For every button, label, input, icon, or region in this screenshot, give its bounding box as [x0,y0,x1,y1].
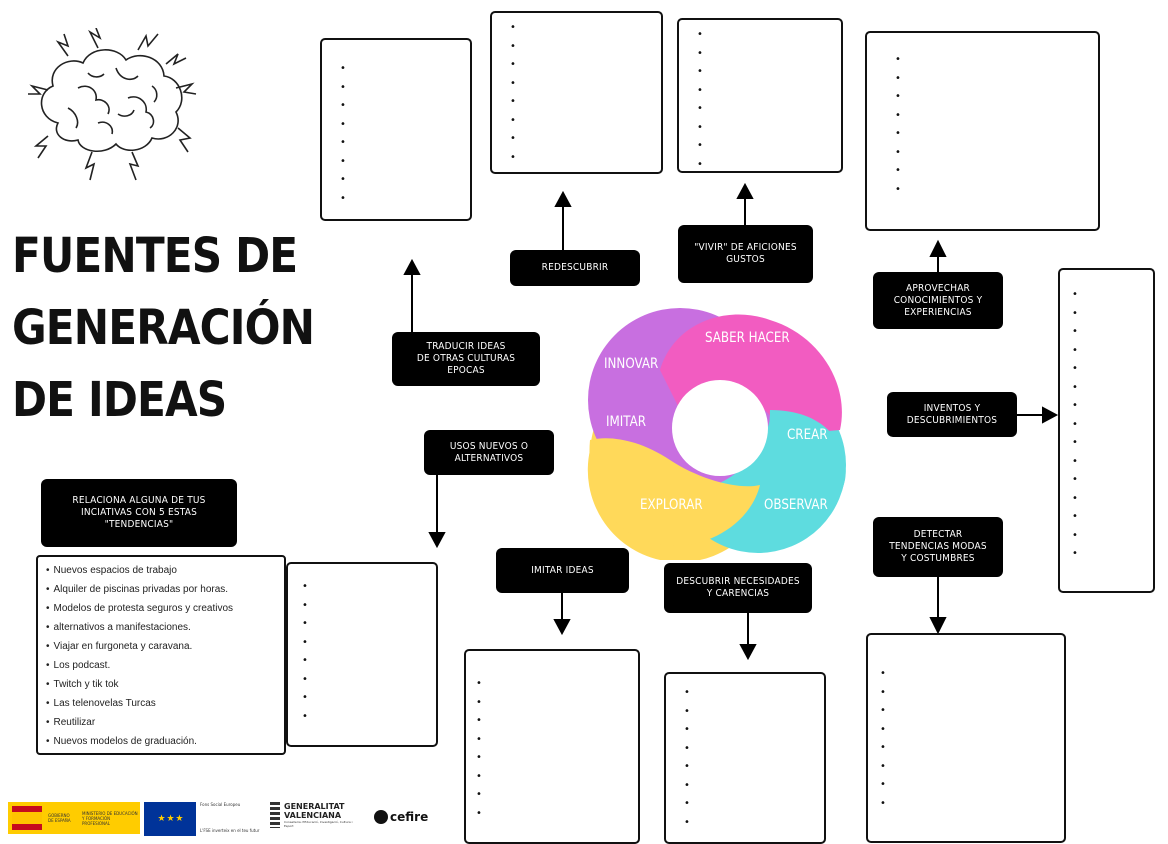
answer-box-aprovechar[interactable] [865,31,1100,231]
label-detectar-tendencias: DETECTAR TENDENCIAS MODAS Y COSTUMBRES [873,517,1003,577]
label-traducir-ideas: TRADUCIR IDEAS DE OTRAS CULTURAS EPOCAS [392,332,540,386]
brain-icon [28,28,197,181]
generalitat-emblem-icon [270,802,280,828]
explorar-label: EXPLORAR [640,497,703,513]
label-vivir-aficiones: "VIVIR" DE AFICIONES GUSTOS [678,225,813,283]
saber-hacer-label: SABER HACER [705,330,790,346]
ministerio-text: MINISTERIO DE EDUCACIÓN Y FORMACIÓN PROF… [82,810,138,826]
answer-box-descubrir[interactable] [664,672,826,844]
pink-segment [660,314,842,435]
label-usos-nuevos: USOS NUEVOS O ALTERNATIVOS [424,430,554,475]
list-item: Alquiler de piscinas privadas por horas. [46,580,284,599]
spain-flag-icon [12,806,42,830]
answer-box-traducir[interactable] [320,38,472,221]
label-descubrir-necesidades: DESCUBRIR NECESIDADES Y CARENCIAS [664,563,812,613]
answer-box-redescubrir[interactable] [490,11,663,174]
cycle-diagram [587,308,846,560]
answer-box-vivir[interactable] [677,18,843,173]
label-inventos: INVENTOS Y DESCUBRIMIENTOS [887,392,1017,437]
list-item: Modelos de protesta seguros y creativos [46,599,284,618]
center-hole [672,380,768,476]
imitar-label: IMITAR [606,414,647,430]
answer-box-imitar[interactable] [464,649,640,844]
list-item: Viajar en furgoneta y caravana. [46,637,284,656]
list-item: Las telenovelas Turcas [46,694,284,713]
list-item: alternativos a manifestaciones. [46,618,284,637]
label-redescubrir: REDESCUBRIR [510,250,640,286]
innovar-label: INNOVAR [604,356,659,372]
fse-text: Fons Social Europeu [200,802,241,807]
eu-flag-icon: ★ ★ ★ [144,802,196,836]
conselleria-text: Conselleria d'Educació, Investigació, Cu… [284,820,353,828]
label-imitar-ideas: IMITAR IDEAS [496,548,629,593]
cefire-text: cefire [390,810,429,824]
gobierno-text: GOBIERNO DE ESPAÑA [48,813,71,823]
list-item: Reutilizar [46,713,284,732]
label-relaciona: RELACIONA ALGUNA DE TUS INCIATIVAS CON 5… [41,479,237,547]
fse-tagline: L'FSE inverteix en el teu futur [200,828,260,833]
observar-label: OBSERVAR [764,497,828,513]
trends-list: Nuevos espacios de trabajo Alquiler de p… [36,555,286,755]
ministerio-logo: GOBIERNO DE ESPAÑA MINISTERIO DE EDUCACI… [8,802,140,834]
generalitat-text: GENERALITAT VALENCIANA [284,802,345,820]
cefire-logo: cefire [374,810,428,824]
page-title: FUENTES DE GENERACIÓN DE IDEAS [12,228,315,428]
label-aprovechar: APROVECHAR CONOCIMIENTOS Y EXPERIENCIAS [873,272,1003,329]
list-item: Nuevos modelos de graduación. [46,732,284,751]
cefire-circle-icon [374,810,388,824]
generalitat-logo: GENERALITAT VALENCIANA Conselleria d'Edu… [270,802,365,840]
answer-box-usos[interactable] [286,562,438,747]
answer-box-inventos[interactable] [1058,268,1155,593]
answer-box-detectar[interactable] [866,633,1066,843]
list-item: Twitch y tik tok [46,675,284,694]
crear-label: CREAR [787,427,828,443]
yellow-overlap [589,438,760,546]
list-item: Los podcast. [46,656,284,675]
list-item: Nuevos espacios de trabajo [46,561,284,580]
